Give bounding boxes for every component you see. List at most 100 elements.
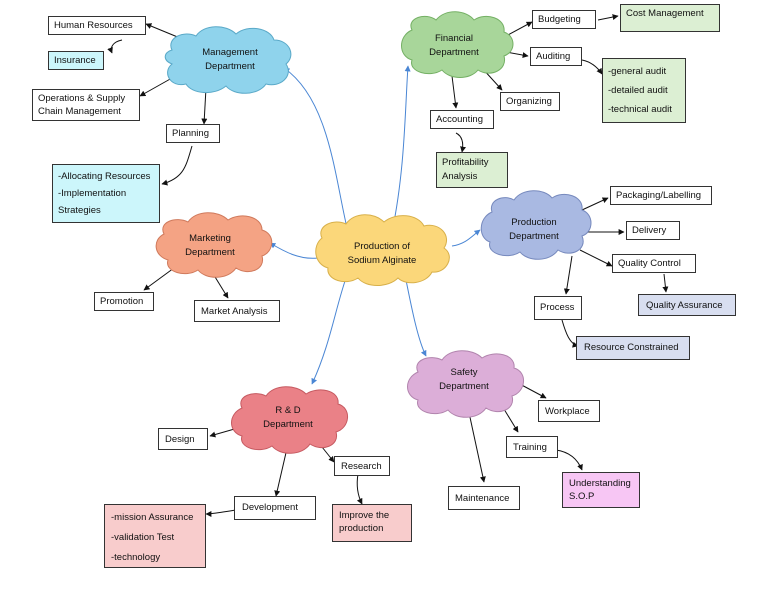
- promotion-box: Promotion: [94, 292, 154, 311]
- connector-fin-budgeting: [505, 21, 533, 37]
- planning-details-line: -Allocating Resources: [58, 171, 151, 182]
- process-box: Process: [534, 296, 582, 320]
- financial-cloud: [401, 11, 514, 78]
- maintenance-text: Maintenance: [455, 493, 510, 504]
- financial-label-line: Department: [429, 47, 479, 58]
- development-box: Development: [234, 496, 316, 520]
- profitability-line: Profitability: [442, 157, 489, 168]
- development-details-line: -mission Assurance: [111, 512, 194, 523]
- human-resources-box: Human Resources: [48, 16, 146, 35]
- profitability-box: Profitability Analysis: [436, 152, 508, 188]
- understanding-line: Understanding: [569, 478, 631, 489]
- budgeting-text: Budgeting: [538, 14, 581, 25]
- budgeting-box: Budgeting: [532, 10, 596, 29]
- improve-line: Improve the: [339, 510, 390, 521]
- management-label: Management Department: [180, 46, 280, 74]
- safety-label-line: Department: [439, 381, 489, 392]
- connector-prod-qc: [579, 249, 613, 267]
- production-label-line: Production: [511, 217, 557, 228]
- training-text: Training: [513, 442, 547, 453]
- understanding-box: Understanding S.O.P: [562, 472, 640, 508]
- improve-line: production: [339, 523, 384, 534]
- cost-management-box: Cost Management: [620, 4, 720, 32]
- maintenance-box: Maintenance: [448, 486, 520, 510]
- delivery-text: Delivery: [632, 225, 667, 236]
- insurance-text: Insurance: [54, 55, 96, 66]
- promotion-text: Promotion: [100, 296, 144, 307]
- cost-management-text: Cost Management: [626, 8, 704, 19]
- planning-details-box: -Allocating Resources -Implementation St…: [52, 164, 160, 223]
- development-details-line: -technology: [111, 552, 161, 563]
- market-analysis-box: Market Analysis: [194, 300, 280, 322]
- connector-center-rnd: [311, 277, 347, 385]
- financial-label-line: Financial: [434, 33, 474, 44]
- training-box: Training: [506, 436, 558, 458]
- connector-center-safety: [405, 279, 427, 357]
- financial-label: Financial Department: [410, 32, 498, 60]
- research-box: Research: [334, 456, 390, 476]
- design-text: Design: [165, 434, 195, 445]
- safety-label: Safety Department: [418, 366, 510, 394]
- center-cloud: [315, 214, 450, 286]
- resource-constrained-text: Resource Constrained: [584, 342, 679, 353]
- connector-training-understanding: [555, 449, 583, 471]
- rnd-label: R & D Department: [242, 404, 334, 432]
- connector-center-production: [451, 229, 481, 247]
- connector-research-improve: [356, 473, 363, 505]
- delivery-box: Delivery: [626, 221, 680, 240]
- accounting-box: Accounting: [430, 110, 494, 129]
- market-analysis-text: Market Analysis: [201, 306, 268, 317]
- audit-types-line: -technical audit: [608, 104, 672, 115]
- quality-assurance-text: Quality Assurance: [646, 300, 723, 311]
- human-resources-text: Human Resources: [54, 20, 133, 31]
- marketing-label: Marketing Department: [164, 232, 256, 260]
- center-label: Production of Sodium Alginate: [330, 240, 434, 268]
- operations-box: Operations & Supply Chain Management: [32, 89, 140, 121]
- connector-mgmt-operations: [139, 77, 173, 97]
- connector-center-management: [283, 67, 349, 233]
- development-details-box: -mission Assurance -validation Test -tec…: [104, 504, 206, 568]
- management-cloud: [164, 26, 292, 94]
- packaging-box: Packaging/Labelling: [610, 186, 712, 205]
- production-label: Production Department: [490, 216, 578, 244]
- planning-text: Planning: [172, 128, 209, 139]
- process-text: Process: [540, 302, 575, 313]
- connector-auditing-types: [581, 59, 603, 75]
- rnd-label-line: R & D: [275, 405, 301, 416]
- rnd-label-line: Department: [263, 419, 313, 430]
- planning-details-line: Strategies: [58, 205, 101, 216]
- safety-label-line: Safety: [450, 367, 478, 378]
- profitability-line: Analysis: [442, 171, 478, 182]
- center-label-line: Production of: [354, 241, 410, 252]
- quality-control-box: Quality Control: [612, 254, 696, 273]
- connector-qc-qa: [662, 273, 669, 293]
- operations-line: Operations & Supply: [38, 93, 126, 104]
- workplace-box: Workplace: [538, 400, 600, 422]
- marketing-label-line: Marketing: [189, 233, 231, 244]
- auditing-text: Auditing: [536, 51, 571, 62]
- connector-prod-process: [563, 255, 573, 295]
- improve-box: Improve the production: [332, 504, 412, 542]
- development-text: Development: [242, 502, 298, 513]
- connector-center-financial: [391, 65, 411, 233]
- management-label-line: Department: [205, 61, 255, 72]
- connector-mgmt-planning: [201, 87, 208, 125]
- development-details-line: -validation Test: [111, 532, 175, 543]
- audit-types-line: -general audit: [608, 66, 667, 77]
- accounting-text: Accounting: [436, 114, 484, 125]
- connector-fin-accounting: [451, 75, 459, 109]
- center-label-line: Sodium Alginate: [347, 255, 417, 266]
- quality-assurance-box: Quality Assurance: [638, 294, 736, 316]
- connector-hr-insurance: [107, 39, 123, 54]
- connector-accounting-profit: [455, 132, 466, 153]
- rnd-cloud: [231, 386, 348, 454]
- insurance-box: Insurance: [48, 51, 104, 70]
- production-label-line: Department: [509, 231, 559, 242]
- production-cloud: [480, 190, 592, 260]
- audit-types-box: -general audit -detailed audit -technica…: [602, 58, 686, 123]
- operations-line: Chain Management: [38, 106, 121, 117]
- connector-center-marketing: [269, 242, 319, 259]
- audit-types-line: -detailed audit: [608, 85, 668, 96]
- organizing-box: Organizing: [500, 92, 560, 111]
